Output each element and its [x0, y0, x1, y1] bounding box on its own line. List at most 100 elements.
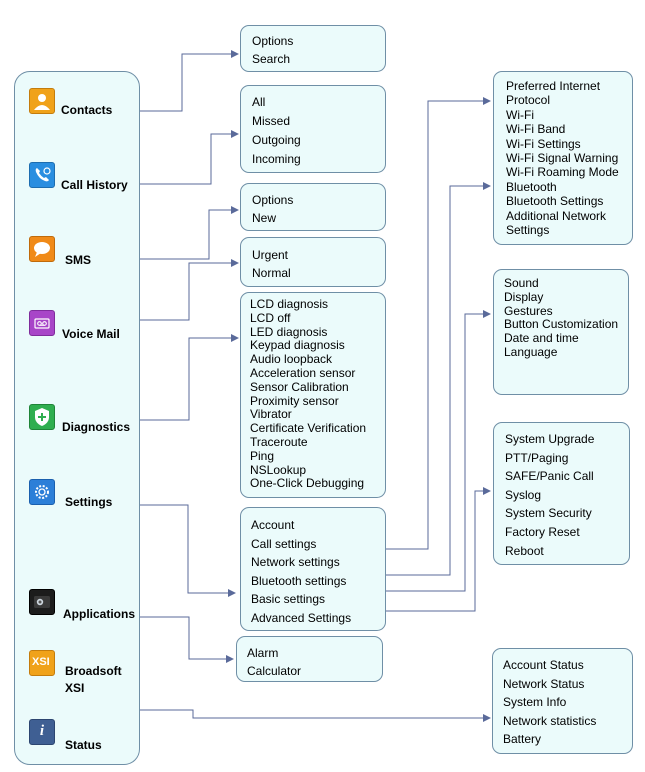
- diagnostics-submenu-item[interactable]: One-Click Debugging: [250, 476, 365, 491]
- advanced-settings-submenu-item[interactable]: Syslog: [505, 487, 542, 502]
- basic-settings-submenu-item[interactable]: Gestures: [504, 303, 553, 318]
- connector-advanced-settings: [384, 487, 491, 612]
- diagnostics-submenu-item[interactable]: Audio loopback: [250, 352, 333, 367]
- diagnostics-submenu-item[interactable]: Traceroute: [250, 434, 308, 449]
- status-submenu-item[interactable]: Account Status: [503, 658, 584, 672]
- call-history-submenu-item[interactable]: Incoming: [252, 152, 301, 166]
- settings-submenu-item[interactable]: Advanced Settings: [251, 610, 352, 625]
- settings-submenu-item[interactable]: Call settings: [251, 536, 317, 551]
- connector-voice-mail: [140, 259, 239, 321]
- advanced-settings-submenu-item[interactable]: PTT/Paging: [505, 450, 569, 465]
- call-history-submenu-item[interactable]: Outgoing: [252, 133, 301, 147]
- connector-contacts: [140, 50, 239, 112]
- diagnostics-submenu-item[interactable]: LCD diagnosis: [250, 297, 329, 311]
- basic-settings-submenu-item[interactable]: Sound: [504, 276, 539, 290]
- menu-label-voice-mail: Voice Mail: [62, 327, 120, 341]
- diagnostics-submenu-item[interactable]: Proximity sensor: [250, 393, 339, 408]
- diagnostics-shield-icon: [29, 404, 55, 430]
- settings-submenu-item[interactable]: Basic settings: [251, 592, 326, 607]
- network-settings-submenu-item[interactable]: Settings: [506, 223, 550, 238]
- network-settings-submenu-item[interactable]: Additional Network: [506, 208, 607, 223]
- basic-settings-submenu-item[interactable]: Display: [504, 289, 544, 304]
- diagnostics-submenu-item[interactable]: Certificate Verification: [250, 421, 367, 436]
- diagnostics-submenu-item[interactable]: Acceleration sensor: [250, 365, 356, 380]
- basic-settings-submenu-item[interactable]: Date and time: [504, 331, 579, 346]
- connector-diagnostics: [140, 334, 239, 421]
- basic-settings-submenu-item[interactable]: Language: [504, 344, 558, 359]
- network-settings-submenu-item[interactable]: Wi-Fi Signal Warning: [506, 151, 619, 166]
- advanced-settings-submenu-item[interactable]: Factory Reset: [505, 524, 580, 539]
- connector-call-history: [140, 130, 239, 185]
- diagnostics-submenu-item[interactable]: LED diagnosis: [250, 324, 328, 339]
- network-settings-submenu-item[interactable]: Wi-Fi: [506, 107, 534, 122]
- connector-bluetooth-settings: [384, 182, 491, 576]
- settings-submenu-item[interactable]: Network settings: [251, 555, 340, 570]
- voice-mail-submenu-item[interactable]: Urgent: [252, 248, 289, 262]
- settings-submenu-item[interactable]: Bluetooth settings: [251, 573, 347, 588]
- advanced-settings-submenu-item[interactable]: SAFE/Panic Call: [505, 469, 594, 484]
- menu-label-call-history: Call History: [61, 178, 128, 192]
- sms-submenu-item[interactable]: Options: [252, 193, 294, 207]
- applications-submenu-item[interactable]: Calculator: [247, 664, 302, 678]
- applications-submenu-item[interactable]: Alarm: [247, 646, 279, 660]
- menu-label-settings: Settings: [65, 495, 113, 509]
- connector-basic-settings: [384, 310, 491, 592]
- settings-gear-icon: [29, 479, 55, 505]
- diagnostics-submenu-item[interactable]: Keypad diagnosis: [250, 338, 345, 353]
- call-history-submenu-item[interactable]: Missed: [252, 114, 291, 128]
- network-settings-submenu-item[interactable]: Wi-Fi Roaming Mode: [506, 165, 619, 180]
- advanced-settings-submenu-item[interactable]: Reboot: [505, 543, 544, 558]
- call-history-icon: [29, 162, 55, 188]
- menu-label-broadsoft-xsi: Broadsoft XSI: [65, 664, 122, 695]
- advanced-settings-submenu-item[interactable]: System Upgrade: [505, 432, 595, 446]
- menu-label-contacts: Contacts: [61, 103, 113, 117]
- network-settings-submenu-item[interactable]: Preferred Internet: [506, 79, 601, 93]
- diagnostics-submenu-item[interactable]: Ping: [250, 448, 275, 463]
- network-settings-submenu-item[interactable]: Protocol: [506, 93, 551, 108]
- status-submenu-item[interactable]: Network statistics: [503, 713, 597, 728]
- menu-label-diagnostics: Diagnostics: [62, 420, 131, 434]
- status-info-icon: i: [29, 719, 55, 745]
- menu-label-sms: SMS: [65, 253, 92, 267]
- basic-settings-submenu-item[interactable]: Button Customization: [504, 317, 619, 332]
- diagnostics-submenu-item[interactable]: NSLookup: [250, 462, 307, 477]
- sms-icon: [29, 236, 55, 262]
- diagnostics-submenu-item[interactable]: Sensor Calibration: [250, 379, 349, 394]
- status-submenu-item[interactable]: Network Status: [503, 676, 585, 691]
- contacts-submenu-item[interactable]: Options: [252, 34, 294, 48]
- diagnostics-submenu-item[interactable]: Vibrator: [250, 407, 292, 422]
- diagnostics-submenu-item[interactable]: LCD off: [250, 310, 291, 325]
- voice-mail-submenu-item[interactable]: Normal: [252, 266, 291, 280]
- network-settings-submenu-item[interactable]: Wi-Fi Settings: [506, 136, 581, 151]
- contacts-submenu-item[interactable]: Search: [252, 52, 291, 66]
- settings-submenu-item[interactable]: Account: [251, 518, 295, 532]
- sms-submenu-item[interactable]: New: [252, 211, 277, 225]
- call-history-submenu-item[interactable]: All: [252, 95, 266, 109]
- connector-network-settings: [384, 97, 491, 550]
- connector-settings: [140, 504, 236, 597]
- status-submenu-item[interactable]: System Info: [503, 695, 567, 709]
- network-settings-submenu-item[interactable]: Bluetooth: [506, 179, 557, 194]
- network-settings-submenu-item[interactable]: Bluetooth Settings: [506, 194, 604, 209]
- advanced-settings-submenu-item[interactable]: System Security: [505, 506, 592, 521]
- network-settings-submenu-item[interactable]: Wi-Fi Band: [506, 122, 566, 137]
- status-submenu-item[interactable]: Battery: [503, 732, 542, 746]
